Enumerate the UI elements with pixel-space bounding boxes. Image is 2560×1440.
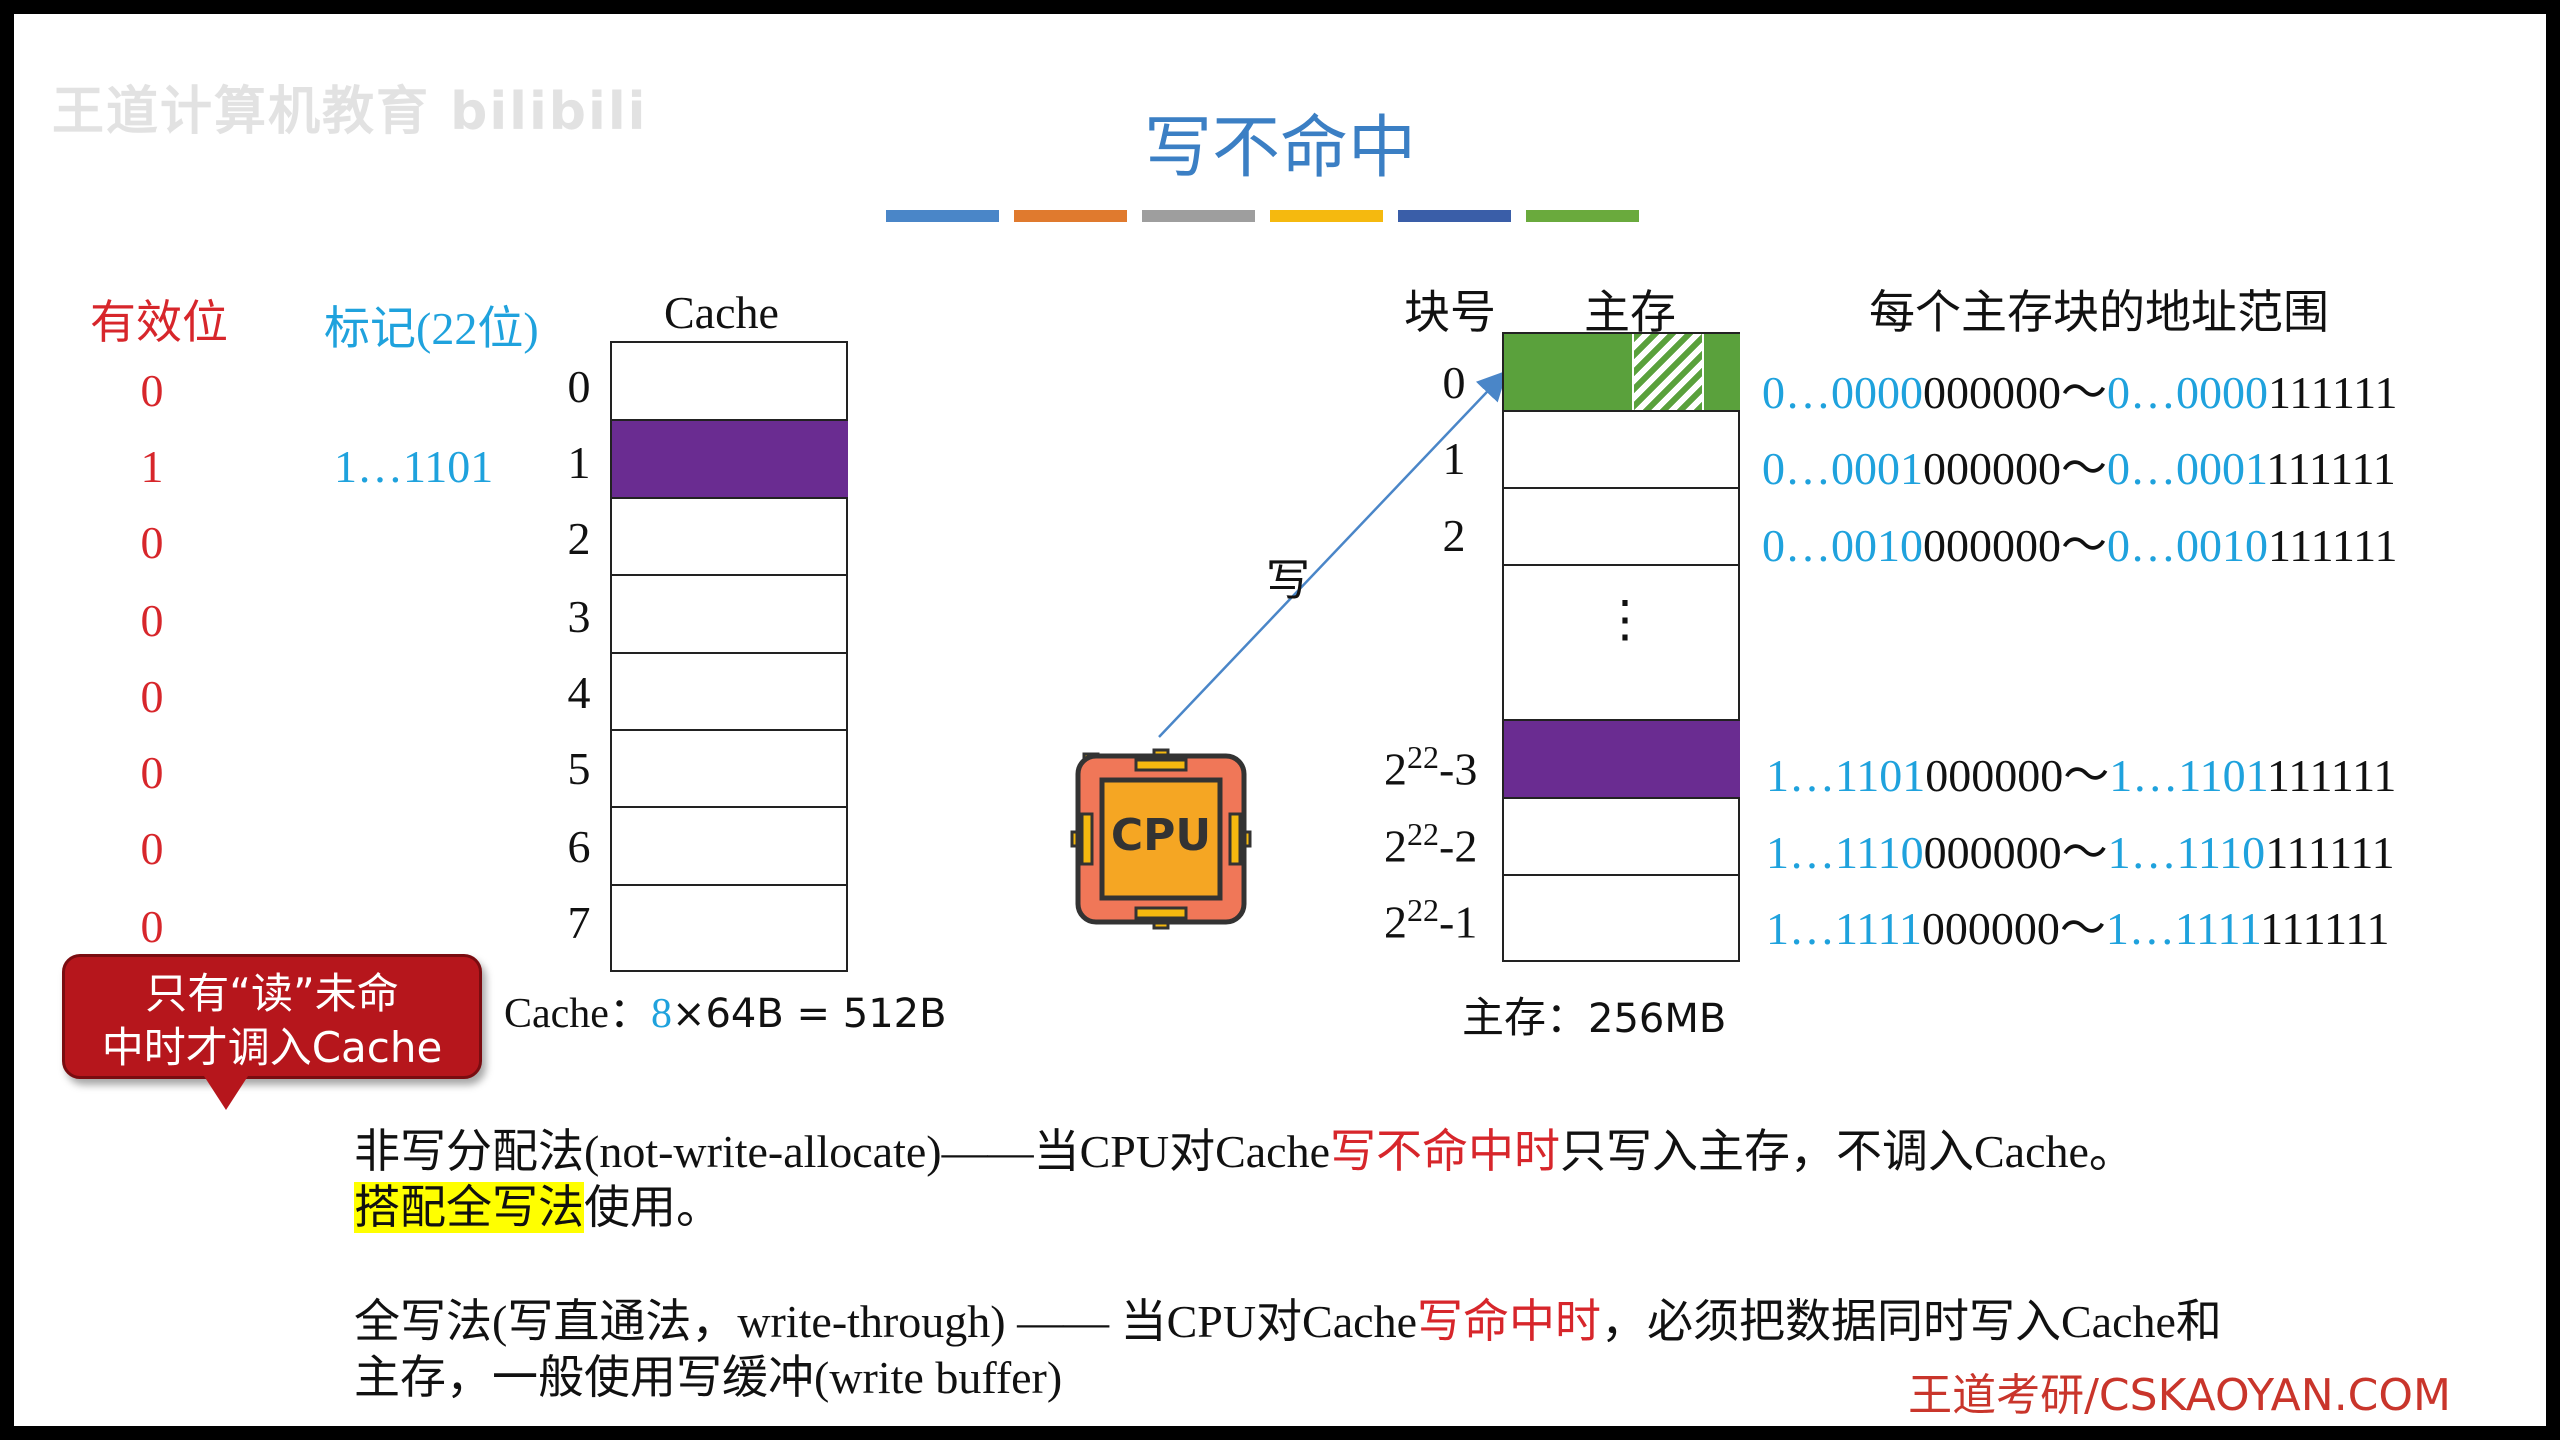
valid-bit: 0 bbox=[140, 595, 164, 646]
address-range: 0…0010000000～0…0010111111 bbox=[1762, 520, 2398, 571]
tag-header: 标记(22位) bbox=[324, 303, 539, 354]
main-memory-header: 主存 bbox=[1584, 287, 1676, 338]
cache-line-index: 3 bbox=[567, 591, 591, 642]
memory-block bbox=[1504, 489, 1740, 566]
valid-bit: 0 bbox=[140, 517, 164, 568]
block-number: 0 bbox=[1442, 357, 1466, 408]
block-number-header: 块号 bbox=[1404, 287, 1496, 338]
slide-title: 写不命中 bbox=[1143, 110, 1416, 186]
valid-bit: 0 bbox=[140, 823, 164, 874]
address-range: 0…0000000000～0…0000111111 bbox=[1762, 367, 2398, 418]
accent-bar-3 bbox=[1142, 210, 1255, 222]
block-number: 1 bbox=[1442, 433, 1466, 484]
valid-bit-header: 有效位 bbox=[90, 297, 228, 348]
cache-line-index: 5 bbox=[567, 743, 591, 794]
memory-block bbox=[1504, 412, 1740, 489]
block-number: 222-2 bbox=[1384, 816, 1478, 872]
memory-block-0 bbox=[1504, 334, 1740, 412]
main-memory-table: ⋮ bbox=[1502, 332, 1740, 962]
brand-footer: 王道考研/CSKAOYAN.COM bbox=[1908, 1370, 2451, 1421]
block-number: 222-3 bbox=[1384, 739, 1478, 795]
block-number: 2 bbox=[1442, 510, 1466, 561]
cache-line bbox=[612, 654, 848, 731]
cache-header: Cache bbox=[664, 287, 779, 338]
text-line-3: 全写法(写直通法，write-through) —— 当CPU对Cache写命中… bbox=[354, 1296, 2222, 1347]
tag-value: 1…1101 bbox=[334, 441, 494, 492]
cache-line-index: 7 bbox=[567, 897, 591, 948]
memory-block-gap: ⋮ bbox=[1504, 566, 1740, 721]
callout-line2: 中时才调入Cache bbox=[101, 1023, 443, 1072]
ellipsis: ⋮ bbox=[1600, 591, 1650, 647]
address-range: 1…1111000000～1…1111111111 bbox=[1766, 903, 2390, 954]
cpu-label: CPU bbox=[1110, 810, 1212, 861]
callout-note: 只有“读”未命 中时才调入Cache bbox=[62, 954, 482, 1079]
cache-block-table bbox=[610, 341, 848, 972]
cache-line-index: 2 bbox=[567, 513, 591, 564]
cache-line-index: 1 bbox=[567, 437, 591, 488]
cache-line-filled bbox=[612, 421, 848, 499]
accent-bar-4 bbox=[1270, 210, 1383, 222]
slide: 王道计算机教育 bilibili 写不命中 有效位 标记(22位) Cache … bbox=[14, 14, 2546, 1426]
text-line-1: 非写分配法(not-write-allocate)——当CPU对Cache写不命… bbox=[354, 1126, 2135, 1177]
cache-line bbox=[612, 499, 848, 576]
memory-block bbox=[1504, 799, 1740, 876]
memory-size: 主存：256MB bbox=[1462, 984, 1726, 1045]
written-word-hatch bbox=[1632, 334, 1704, 410]
cache-size-label: Cache： bbox=[504, 991, 651, 1037]
valid-bit: 0 bbox=[140, 365, 164, 416]
block-number: 222-1 bbox=[1384, 892, 1478, 948]
valid-bit: 0 bbox=[140, 671, 164, 722]
write-arrow bbox=[1158, 370, 1508, 738]
cache-size: Cache：8×64B = 512B bbox=[504, 979, 947, 1040]
valid-bit: 0 bbox=[140, 747, 164, 798]
cache-line-index: 0 bbox=[567, 361, 591, 412]
cache-line bbox=[612, 731, 848, 808]
valid-bit: 0 bbox=[140, 901, 164, 952]
accent-bar-5 bbox=[1398, 210, 1511, 222]
address-range: 1…1101000000～1…1101111111 bbox=[1766, 750, 2397, 801]
address-range: 1…1110000000～1…1110111111 bbox=[1766, 827, 2395, 878]
memory-block-highlighted bbox=[1504, 721, 1740, 799]
cache-size-count: 8 bbox=[650, 991, 672, 1037]
address-range: 0…0001000000～0…0001111111 bbox=[1762, 443, 2396, 494]
callout-tail bbox=[204, 1076, 248, 1110]
write-label: 写 bbox=[1266, 556, 1310, 605]
text-line-4: 主存，一般使用写缓冲(write buffer) bbox=[354, 1352, 1063, 1403]
memory-block bbox=[1504, 876, 1740, 960]
valid-bit: 1 bbox=[140, 441, 164, 492]
accent-bar-6 bbox=[1526, 210, 1639, 222]
cache-line-index: 4 bbox=[567, 667, 591, 718]
accent-bar-2 bbox=[1014, 210, 1127, 222]
cache-size-rest: ×64B = 512B bbox=[671, 991, 947, 1037]
callout-line1: 只有“读”未命 bbox=[145, 969, 399, 1018]
address-range-header: 每个主存块的地址范围 bbox=[1869, 287, 2329, 338]
memory-size-label: 主存： bbox=[1462, 996, 1589, 1042]
cpu-icon: CPU bbox=[1066, 744, 1256, 934]
accent-bar-1 bbox=[886, 210, 999, 222]
text-line-2: 搭配全写法使用。 bbox=[354, 1182, 722, 1233]
cache-line-index: 6 bbox=[567, 821, 591, 872]
cache-line bbox=[612, 808, 848, 886]
memory-size-value: 256MB bbox=[1588, 996, 1727, 1042]
cache-line bbox=[612, 576, 848, 654]
cache-line bbox=[612, 343, 848, 421]
watermark: 王道计算机教育 bilibili bbox=[52, 82, 648, 142]
